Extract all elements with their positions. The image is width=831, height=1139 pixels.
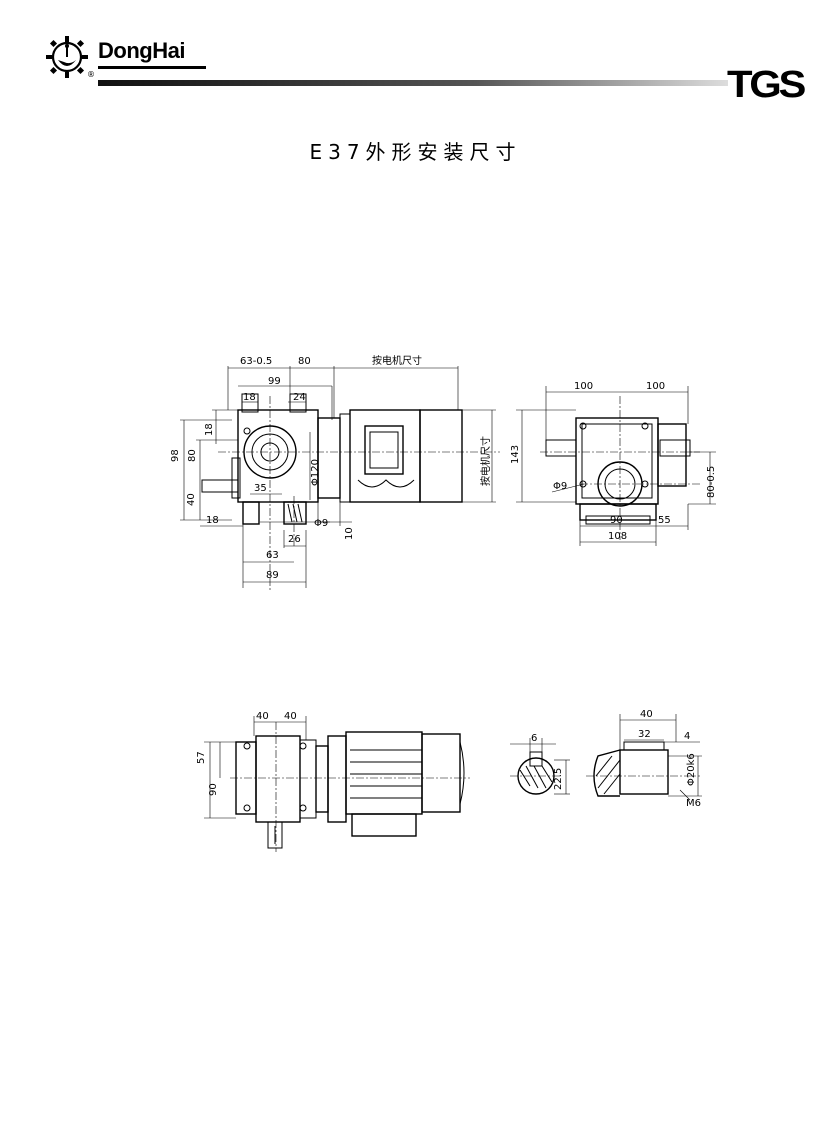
dim-24: 24: [293, 392, 306, 403]
dim-phi9-side: Φ9: [553, 481, 567, 492]
dim-90-side: 90: [610, 515, 623, 526]
dim-100-b: 100: [646, 381, 665, 392]
dim-32: 32: [638, 729, 651, 740]
dim-key-6: 6: [531, 733, 537, 744]
dim-18-left: 18: [204, 423, 215, 436]
dim-40-top-a: 40: [256, 711, 269, 722]
dim-18-bottom: 18: [206, 515, 219, 526]
dim-26: 26: [288, 534, 301, 545]
dim-90-top: 90: [208, 783, 219, 796]
dim-63: 63-0.5: [240, 356, 272, 367]
gear-logo-icon: [46, 36, 88, 78]
dim-22-5: 22.5: [553, 768, 564, 790]
dim-40-top-b: 40: [284, 711, 297, 722]
top-view: 40 40 57 90: [196, 711, 470, 852]
dim-40-shaft: 40: [640, 709, 653, 720]
brand-name: DongHai: [98, 38, 185, 63]
dim-55: 55: [658, 515, 671, 526]
dim-143: 143: [510, 445, 521, 464]
tgs-logo: TGS: [727, 64, 806, 106]
dim-40-left: 40: [186, 493, 197, 506]
dim-57: 57: [196, 751, 207, 764]
dim-80-top: 80: [298, 356, 311, 367]
dim-m6: M6: [686, 798, 701, 809]
dim-4: 4: [684, 731, 690, 742]
page-header: ® DongHai TGS: [0, 0, 831, 110]
registered-mark: ®: [87, 70, 95, 79]
dim-phi120: Φ120: [310, 459, 321, 486]
dim-99: 99: [268, 376, 281, 387]
dim-motor-side: 按电机尺寸: [479, 436, 492, 486]
dim-80-05: 80-0.5: [706, 466, 717, 498]
dim-100-a: 100: [574, 381, 593, 392]
dim-motor: 按电机尺寸: [372, 354, 422, 367]
dim-89: 89: [266, 570, 279, 581]
shaft-detail: 6 22.5 40 32 4 Φ20k6 M6: [510, 709, 702, 809]
header-rule: [98, 80, 728, 86]
dim-10: 10: [344, 527, 355, 540]
page-title: E37外形安装尺寸: [309, 140, 522, 164]
side-view: 100 100 143 80-0.5 Φ9 90 55 108: [510, 381, 717, 546]
dim-phi20k6: Φ20k6: [686, 753, 697, 786]
dim-phi9: Φ9: [314, 518, 328, 529]
dim-63-bottom: 63: [266, 550, 279, 561]
front-view: 63-0.5 80 按电机尺寸 99 18 24 98 80 18 40 35 …: [170, 354, 500, 592]
dim-108: 108: [608, 531, 627, 542]
dim-35: 35: [254, 483, 267, 494]
dim-18-top: 18: [243, 392, 256, 403]
dim-98: 98: [170, 449, 181, 462]
brand-underline: [98, 66, 206, 69]
dim-80-left: 80: [187, 449, 198, 462]
